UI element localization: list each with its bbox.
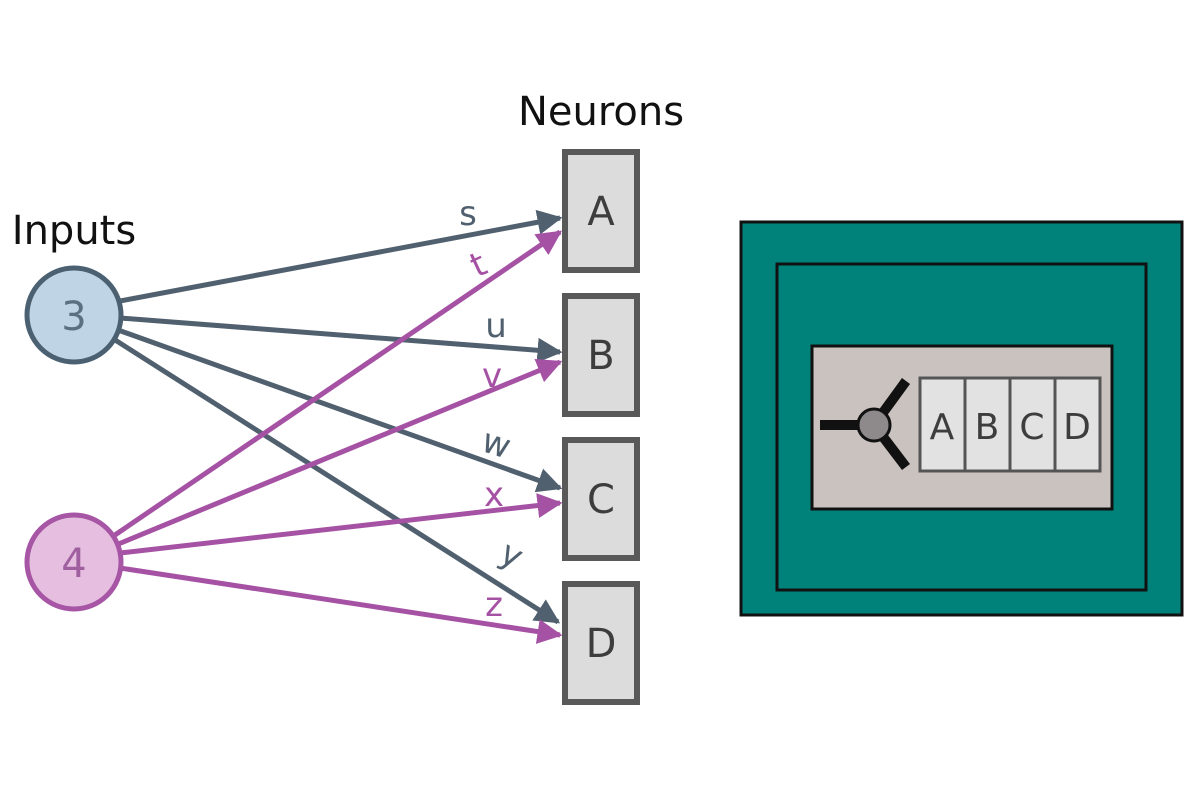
weight-label-s: s	[459, 194, 477, 234]
weight-label-v: v	[482, 356, 502, 396]
chip-cell-a: A	[930, 407, 955, 448]
weight-label-z: z	[485, 585, 503, 625]
weight-label-w: w	[477, 421, 516, 468]
input-node-3: 3	[24, 265, 124, 365]
input-node-3-label: 3	[61, 294, 86, 340]
neuron-d-label: D	[586, 621, 617, 667]
neurons-title: Neurons	[518, 89, 684, 135]
chip-cell-b: B	[975, 407, 1000, 448]
chip-block: A B C D	[739, 220, 1184, 617]
weight-label-u: u	[485, 306, 507, 346]
edge-u	[119, 315, 563, 363]
neuron-symbol-icon	[820, 378, 911, 471]
edge-s	[119, 209, 563, 304]
chip-cell-c: C	[1019, 407, 1044, 448]
edge-t	[110, 229, 563, 540]
neuron-c-label: C	[587, 477, 615, 523]
neuron-c: C	[562, 437, 640, 561]
inputs-title: Inputs	[12, 208, 136, 254]
chip-cell-d: D	[1063, 407, 1091, 448]
weight-label-x: x	[484, 475, 504, 515]
edge-y	[110, 335, 561, 625]
neuron-a-label: A	[587, 189, 615, 235]
edge-z	[119, 565, 563, 644]
input-node-4: 4	[24, 512, 124, 612]
neuron-a: A	[562, 149, 640, 273]
weight-label-t: t	[464, 244, 493, 286]
edge-w	[117, 327, 563, 493]
chip-cells: A B C D	[918, 376, 1102, 473]
neuron-b: B	[562, 293, 640, 417]
edge-x	[119, 493, 563, 556]
neuron-d: D	[562, 581, 640, 705]
edge-v	[115, 359, 563, 548]
weight-label-y: y	[493, 533, 530, 578]
neuron-b-label: B	[587, 333, 614, 379]
input-node-4-label: 4	[61, 541, 86, 587]
